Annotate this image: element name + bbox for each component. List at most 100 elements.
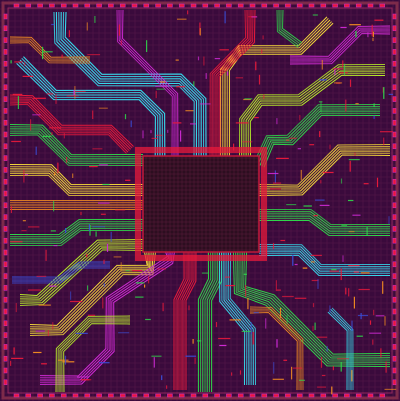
bus-track	[57, 317, 131, 393]
bus-track	[224, 19, 331, 156]
bus-cyan	[16, 56, 166, 157]
io-pad	[60, 393, 67, 398]
io-pad	[3, 131, 8, 138]
io-pad	[3, 108, 8, 114]
via-stub	[340, 178, 343, 184]
io-pad	[392, 190, 397, 197]
bus-track	[9, 98, 132, 150]
io-pad	[96, 393, 102, 398]
io-pad	[25, 3, 32, 8]
io-pad	[119, 393, 126, 398]
via-stub	[14, 61, 23, 63]
via-stub	[156, 88, 165, 90]
bus-track	[11, 261, 111, 278]
via-stub	[358, 288, 370, 291]
io-pad	[392, 249, 397, 256]
via-stub	[326, 346, 328, 352]
bus-track	[289, 27, 391, 59]
via-stub	[70, 300, 83, 303]
via-stub	[357, 314, 368, 317]
io-pad	[392, 308, 397, 315]
via-stub	[334, 82, 343, 84]
via-stub	[103, 283, 105, 287]
bus-track	[259, 110, 381, 166]
via-stub	[103, 259, 105, 264]
via-stub	[383, 87, 385, 99]
via-stub	[215, 322, 218, 328]
bus-track	[181, 252, 193, 390]
via-stub	[155, 85, 169, 87]
bus-track	[12, 265, 110, 282]
io-pad	[392, 273, 397, 279]
via-stub	[180, 130, 182, 142]
via-stub	[99, 164, 108, 166]
via-stub	[369, 332, 382, 334]
via-stub	[244, 98, 253, 100]
bus-track	[258, 219, 391, 236]
bus-track	[219, 9, 256, 157]
io-pad	[3, 308, 8, 315]
routing-stubs	[10, 10, 397, 395]
io-pad	[344, 3, 350, 8]
io-pad	[392, 60, 397, 67]
bus-yellow	[258, 144, 391, 196]
io-pad	[285, 393, 291, 398]
via-stub	[28, 226, 40, 228]
via-stub	[302, 267, 308, 269]
io-pad	[392, 261, 397, 268]
via-stub	[225, 276, 231, 278]
io-pad	[3, 261, 8, 268]
io-pad	[392, 108, 397, 114]
io-pad	[3, 237, 8, 244]
via-stub	[303, 205, 312, 207]
bus-lime	[239, 64, 386, 157]
via-stub	[42, 51, 53, 53]
via-stub	[333, 68, 344, 70]
via-stub	[45, 249, 47, 261]
io-pad	[155, 393, 161, 398]
via-stub	[135, 282, 145, 284]
bus-track	[19, 59, 161, 156]
bus-track	[183, 251, 195, 390]
bus-track	[327, 311, 348, 391]
io-pad	[261, 393, 268, 398]
io-pad	[392, 237, 397, 244]
bus-track	[213, 9, 250, 156]
via-stub	[353, 271, 359, 273]
io-pad	[392, 332, 397, 338]
via-stub	[74, 86, 76, 99]
via-stub	[348, 265, 360, 267]
via-stub	[242, 141, 253, 143]
core-halo	[135, 147, 267, 261]
via-stub	[25, 174, 28, 176]
via-stub	[252, 331, 254, 345]
io-pad	[119, 3, 126, 8]
via-stub	[151, 355, 162, 357]
via-stub	[351, 370, 353, 382]
bus-track	[258, 150, 391, 192]
via-stub	[310, 261, 315, 263]
io-pad	[3, 49, 8, 55]
via-stub	[353, 296, 355, 309]
bus-track	[10, 225, 143, 242]
via-stub	[125, 179, 131, 181]
via-stub	[167, 129, 169, 133]
bus-track	[11, 267, 111, 284]
io-pad	[3, 190, 8, 197]
via-stub	[253, 312, 259, 314]
via-stub	[309, 144, 315, 146]
via-stub	[261, 48, 263, 54]
bus-track	[9, 100, 130, 152]
bus-track	[215, 9, 252, 156]
via-stub	[65, 228, 67, 234]
via-stub	[205, 73, 207, 79]
via-stub	[187, 10, 189, 15]
bus-track	[217, 9, 254, 157]
via-stub	[199, 28, 201, 36]
bus-track	[258, 144, 391, 186]
io-pad	[3, 37, 8, 43]
via-stub	[286, 204, 297, 206]
via-stub	[197, 56, 200, 61]
io-pad	[392, 25, 397, 32]
